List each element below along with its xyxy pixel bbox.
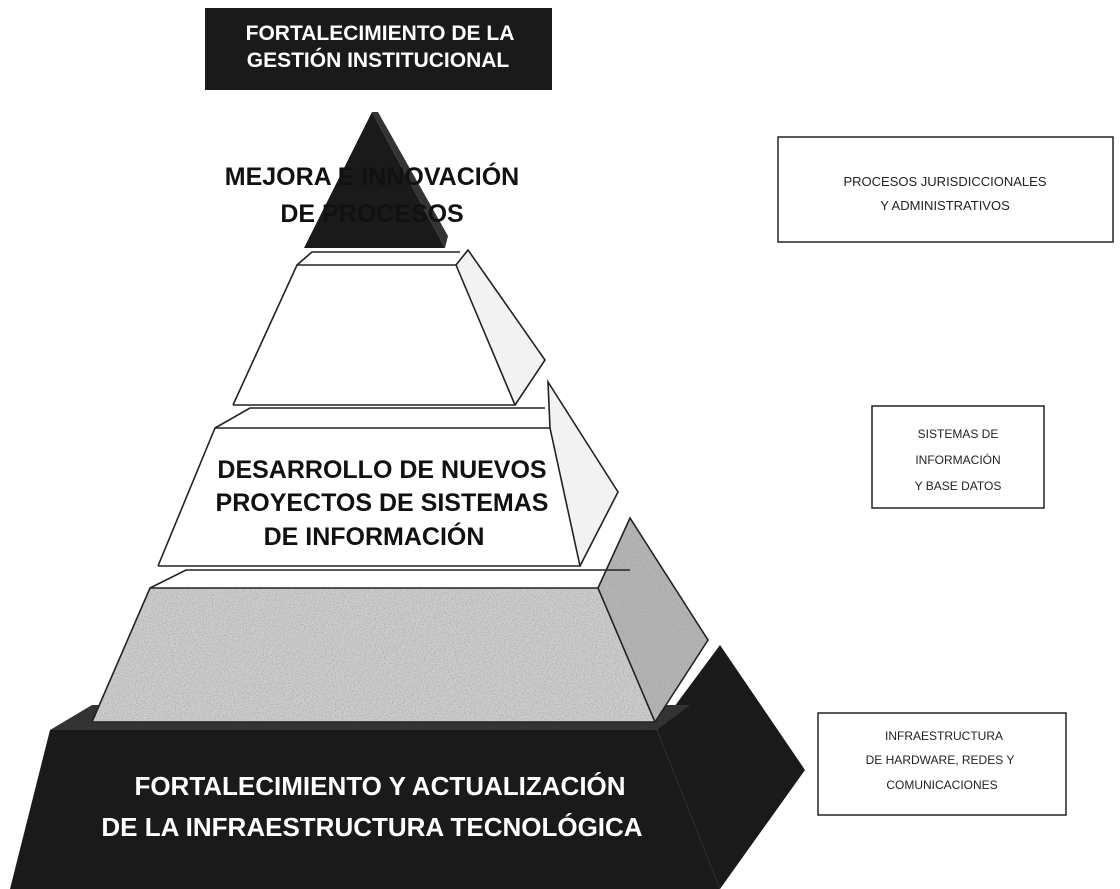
level-2-side-outline (547, 379, 619, 567)
level-1-front-speckle (92, 588, 655, 722)
side-box-systems-line-2: INFORMACIÓN (915, 452, 1000, 467)
side-box-processes-frame (777, 136, 1114, 243)
pyramid-level-2: DESARROLLO DE NUEVOS PROYECTOS DE SISTEM… (157, 379, 619, 567)
level-3-side-face (456, 250, 545, 405)
apex-side-face (372, 112, 448, 248)
level-2-top-outline (214, 407, 545, 429)
side-box-infrastructure-line-1: INFRAESTRUCTURA (885, 729, 1003, 743)
apex-label-line-2: DE PROCESOS (280, 200, 463, 228)
level-2-front-face (158, 428, 580, 566)
level-3-front-face (233, 265, 515, 405)
level-2-side-face (548, 382, 618, 566)
base-label-line-2: DE LA INFRAESTRUCTURA TECNOLÓGICA (101, 812, 642, 842)
side-box-processes: PROCESOS JURISDICCIONALES Y ADMINISTRATI… (777, 136, 1114, 243)
base-front-face (10, 730, 720, 889)
pyramid-level-3 (232, 248, 546, 406)
base-label-line-1: FORTALECIMIENTO Y ACTUALIZACIÓN (134, 771, 625, 801)
title-banner-background (205, 8, 552, 90)
level-2-top-face (215, 408, 545, 428)
level-3-top-outline (296, 251, 460, 266)
side-box-systems-frame (871, 405, 1045, 509)
apex-front-face (304, 112, 445, 248)
level-3-top-face (297, 252, 460, 265)
apex-label-line-1: MEJORA E INNOVACIÓN (225, 161, 519, 191)
side-box-processes-line-1: PROCESOS JURISDICCIONALES (844, 174, 1047, 189)
pyramid-level-1 (91, 516, 709, 723)
side-box-infrastructure-line-3: COMUNICACIONES (886, 778, 997, 792)
level-2-label-line-3: DE INFORMACIÓN (264, 521, 485, 551)
level-1-side-speckle (598, 518, 708, 722)
level-3-side-outline (455, 248, 546, 406)
level-1-top-outline (149, 569, 630, 589)
side-box-processes-line-2: Y ADMINISTRATIVOS (880, 198, 1010, 213)
side-box-infrastructure: INFRAESTRUCTURA DE HARDWARE, REDES Y COM… (817, 712, 1067, 816)
side-box-systems: SISTEMAS DE INFORMACIÓN Y BASE DATOS (871, 405, 1045, 509)
level-2-label-line-2: PROYECTOS DE SISTEMAS (216, 489, 549, 517)
level-1-side-outline (597, 516, 709, 723)
base-side-face (657, 645, 805, 889)
pyramid-apex: MEJORA E INNOVACIÓN DE PROCESOS (225, 112, 519, 248)
title-line-2: GESTIÓN INSTITUCIONAL (247, 48, 510, 72)
side-box-infrastructure-frame (817, 712, 1067, 816)
side-box-systems-line-1: SISTEMAS DE (918, 427, 999, 441)
side-box-systems-line-3: Y BASE DATOS (915, 479, 1002, 493)
side-box-infrastructure-line-2: DE HARDWARE, REDES Y (866, 753, 1015, 767)
title-line-1: FORTALECIMIENTO DE LA (246, 22, 515, 45)
title-banner: FORTALECIMIENTO DE LA GESTIÓN INSTITUCIO… (205, 8, 552, 90)
level-1-top-face (150, 570, 630, 588)
level-2-label-line-1: DESARROLLO DE NUEVOS (217, 456, 546, 484)
